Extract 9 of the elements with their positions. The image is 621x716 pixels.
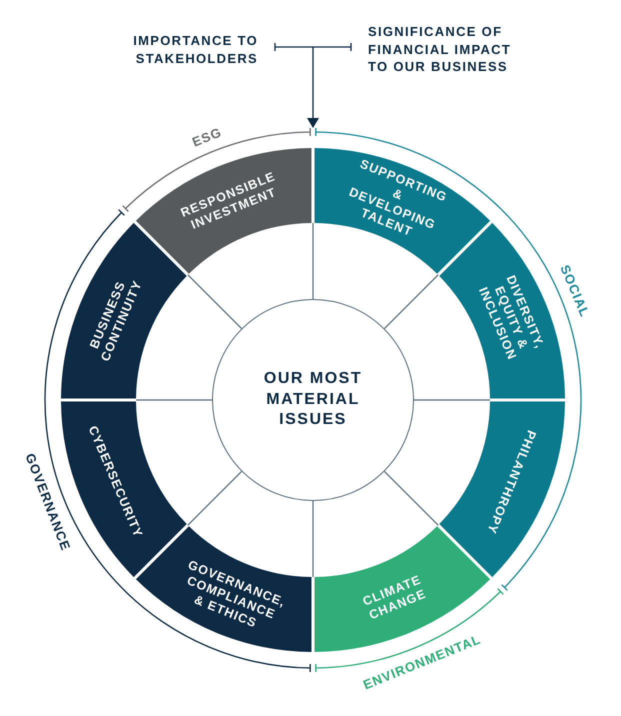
- axis-label: SIGNIFICANCE OF FINANCIAL IMPACT TO OUR BUSINESS: [368, 23, 512, 76]
- issue-segment: [439, 401, 565, 578]
- issue-segment: [135, 148, 312, 274]
- center-title: OUR MOST MATERIAL ISSUES: [262, 368, 364, 430]
- issue-segment: [314, 148, 491, 274]
- issue-segment: [61, 222, 187, 399]
- center-circle: [212, 299, 414, 501]
- category-label: ESG: [190, 124, 224, 150]
- axis-label: IMPORTANCE TO STAKEHOLDERS: [132, 32, 258, 68]
